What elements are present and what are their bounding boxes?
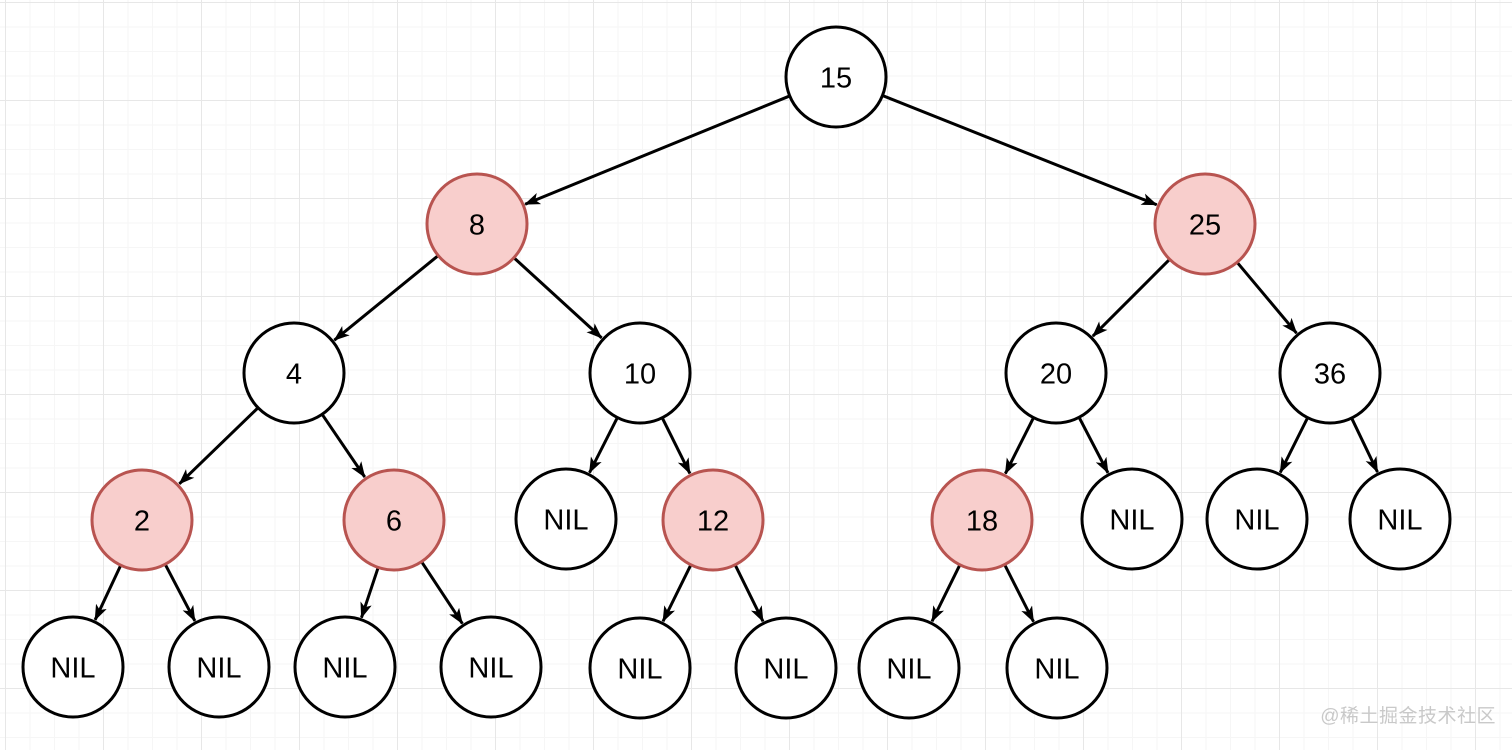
tree-node: 18 bbox=[930, 468, 1034, 572]
tree-node-circle bbox=[588, 321, 692, 425]
tree-node: 2 bbox=[90, 468, 194, 572]
tree-edge bbox=[733, 564, 765, 623]
tree-node-circle-highlighted bbox=[930, 468, 1034, 572]
tree-node: NIL bbox=[734, 616, 838, 720]
tree-edge bbox=[1003, 563, 1035, 623]
tree-edge bbox=[588, 416, 619, 474]
tree-node-circle-highlighted bbox=[425, 172, 529, 276]
tree-node: NIL bbox=[1005, 616, 1109, 720]
tree-node: NIL bbox=[1080, 467, 1184, 571]
tree-edge bbox=[1004, 416, 1035, 475]
tree-node-label: 18 bbox=[966, 506, 998, 538]
tree-node: NIL bbox=[439, 615, 543, 719]
tree-node-circle-highlighted bbox=[1153, 172, 1257, 276]
tree-node-label: NIL bbox=[50, 653, 95, 685]
tree-node-circle bbox=[1278, 321, 1382, 425]
tree-edge bbox=[1235, 261, 1298, 335]
tree-node-label: NIL bbox=[886, 654, 931, 686]
tree-node: 36 bbox=[1278, 321, 1382, 425]
tree-node-label: 15 bbox=[820, 63, 852, 95]
tree-edge bbox=[661, 564, 693, 623]
tree-node: 4 bbox=[242, 321, 346, 425]
tree-node-circle bbox=[588, 616, 692, 720]
tree-node-circle bbox=[734, 616, 838, 720]
tree-edge bbox=[1077, 416, 1110, 474]
tree-node: NIL bbox=[1348, 467, 1452, 571]
tree-edge bbox=[320, 413, 366, 478]
tree-node-circle bbox=[293, 615, 397, 719]
tree-node-circle bbox=[439, 615, 543, 719]
tree-node-label: NIL bbox=[196, 653, 241, 685]
tree-node-circle bbox=[1004, 321, 1108, 425]
tree-node-label: NIL bbox=[468, 653, 513, 685]
tree-node: 12 bbox=[661, 468, 765, 572]
tree-node: NIL bbox=[588, 616, 692, 720]
tree-edge bbox=[1091, 258, 1171, 338]
watermark: @稀土掘金技术社区 bbox=[1320, 706, 1496, 727]
tree-edge bbox=[881, 94, 1158, 207]
tree-node: NIL bbox=[857, 616, 961, 720]
tree-node-circle-highlighted bbox=[661, 468, 765, 572]
tree-node-label: 10 bbox=[624, 359, 656, 391]
tree-node: 20 bbox=[1004, 321, 1108, 425]
tree-edge bbox=[420, 560, 464, 625]
tree-node: 25 bbox=[1153, 172, 1257, 276]
tree-node-label: 6 bbox=[386, 506, 402, 538]
tree-node-label: NIL bbox=[1234, 505, 1279, 537]
tree-edge bbox=[333, 254, 440, 342]
tree-edge bbox=[512, 256, 603, 340]
tree-node-circle-highlighted bbox=[342, 468, 446, 572]
tree-node-label: 12 bbox=[697, 506, 729, 538]
tree-node-circle bbox=[857, 616, 961, 720]
tree-node-label: 2 bbox=[134, 506, 150, 538]
tree-edge bbox=[1278, 417, 1309, 474]
tree-edge bbox=[163, 563, 197, 622]
tree-node-label: 4 bbox=[286, 359, 302, 391]
tree-edge bbox=[930, 564, 962, 623]
tree-node: 10 bbox=[588, 321, 692, 425]
tree-node-circle bbox=[1005, 616, 1109, 720]
edges-layer bbox=[93, 94, 1379, 625]
tree-edge bbox=[93, 564, 123, 621]
tree-node-circle bbox=[21, 615, 125, 719]
tree-edge bbox=[360, 566, 380, 619]
tree-edge bbox=[524, 94, 791, 206]
tree-node: NIL bbox=[1205, 467, 1309, 571]
tree-node: 15 bbox=[784, 25, 888, 129]
tree-node-label: NIL bbox=[1377, 505, 1422, 537]
tree-edge bbox=[178, 406, 260, 485]
tree-edge bbox=[1350, 417, 1379, 474]
tree-node-label: NIL bbox=[1034, 654, 1079, 686]
tree-node-circle bbox=[1205, 467, 1309, 571]
tree-node: NIL bbox=[293, 615, 397, 719]
tree-node: NIL bbox=[21, 615, 125, 719]
tree-node-circle bbox=[1348, 467, 1452, 571]
tree-node-label: NIL bbox=[617, 654, 662, 686]
tree-node-circle bbox=[1080, 467, 1184, 571]
tree-node-label: NIL bbox=[763, 654, 808, 686]
tree-node-label: 25 bbox=[1189, 210, 1221, 242]
tree-node-circle bbox=[784, 25, 888, 129]
tree-node-circle bbox=[167, 615, 271, 719]
tree-node: 6 bbox=[342, 468, 446, 572]
tree-node: NIL bbox=[167, 615, 271, 719]
tree-node-circle bbox=[514, 467, 618, 571]
tree-node: NIL bbox=[514, 467, 618, 571]
tree-node-label: 8 bbox=[469, 210, 485, 242]
tree-node-label: NIL bbox=[322, 653, 367, 685]
tree-edge bbox=[660, 417, 692, 475]
tree-node-label: NIL bbox=[1109, 505, 1154, 537]
tree-node-label: NIL bbox=[543, 505, 588, 537]
tree-node-circle-highlighted bbox=[90, 468, 194, 572]
tree-node-label: 20 bbox=[1040, 359, 1072, 391]
tree-node: 8 bbox=[425, 172, 529, 276]
tree-node-circle bbox=[242, 321, 346, 425]
tree-node-label: 36 bbox=[1314, 359, 1346, 391]
